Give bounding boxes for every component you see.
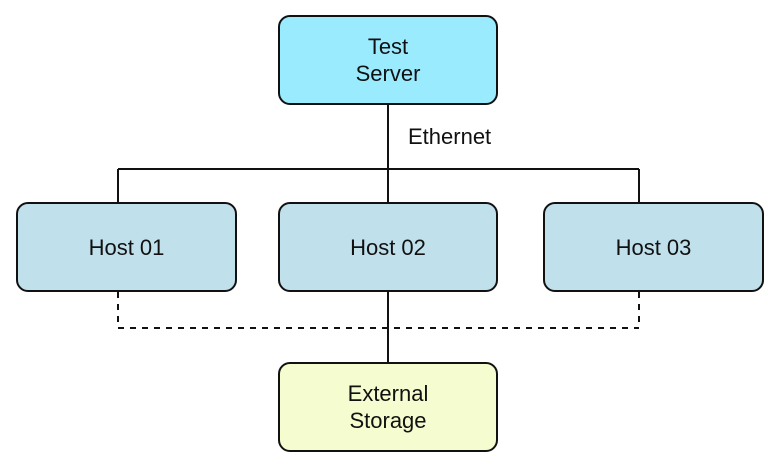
host-01-node: Host 01 [16,202,237,292]
ethernet-label: Ethernet [408,124,492,149]
external-storage-label-line-2: Storage [349,408,427,433]
host-03-node: Host 03 [543,202,764,292]
host-03-label: Host 03 [615,234,692,260]
host-01-label: Host 01 [88,234,165,260]
external-storage-node: External Storage [278,362,498,452]
host-02-label: Host 02 [350,234,426,260]
test-server-label-line-2: Server [355,61,421,86]
external-storage-label-line-1: External [347,381,429,406]
host-02-node: Host 02 [278,202,498,292]
test-server-node: Test Server [278,15,498,105]
test-server-label-line-1: Test [367,34,409,59]
